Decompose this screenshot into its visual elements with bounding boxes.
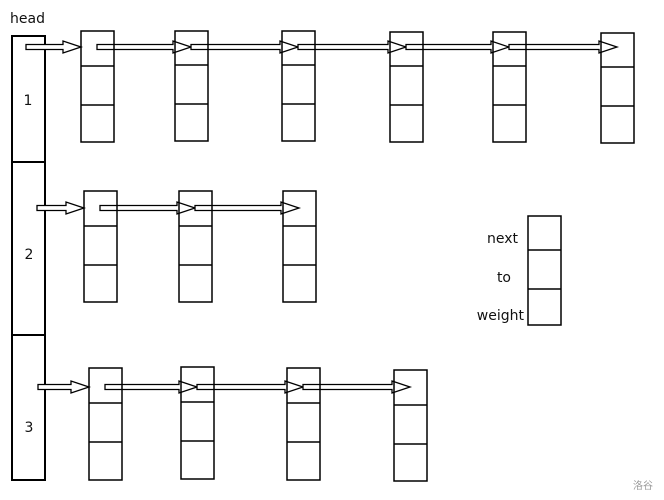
watermark: 洛谷 — [633, 479, 653, 492]
head-index-1: 1 — [24, 93, 33, 109]
pointer-arrows — [25, 40, 620, 394]
edge-node — [180, 366, 215, 480]
legend-next-label: next — [487, 231, 519, 247]
edge-node — [389, 31, 424, 143]
edge-node — [286, 367, 321, 481]
pointer-arrow — [25, 40, 84, 54]
pointer-arrow — [302, 380, 413, 394]
pointer-arrow — [96, 40, 194, 54]
head-index-2: 2 — [25, 247, 34, 263]
edge-node — [88, 367, 123, 481]
pointer-arrow — [508, 40, 620, 54]
pointer-arrow — [190, 40, 301, 54]
edge-node — [80, 30, 115, 143]
edge-node — [178, 190, 213, 303]
head-array: 1 2 3 — [11, 35, 46, 481]
pointer-arrow — [36, 201, 87, 215]
edge-node — [174, 30, 209, 142]
edge-node — [600, 32, 635, 144]
pointer-arrow — [104, 380, 200, 394]
edge-node — [282, 190, 317, 303]
head-label: head — [10, 11, 45, 27]
pointer-arrow — [405, 40, 512, 54]
edge-node — [393, 369, 428, 482]
legend-to-label: to — [497, 270, 511, 286]
head-index-3: 3 — [25, 420, 34, 436]
edge-node — [83, 190, 118, 303]
pointer-arrow — [99, 201, 198, 215]
pointer-arrow — [194, 201, 302, 215]
pointer-arrow — [37, 380, 92, 394]
pointer-arrow — [297, 40, 409, 54]
edge-node — [492, 31, 527, 143]
edge-nodes — [80, 30, 635, 482]
pointer-arrow — [196, 380, 306, 394]
edge-node — [281, 30, 316, 142]
legend: next to weight — [477, 215, 562, 326]
legend-weight-label: weight — [477, 308, 525, 324]
